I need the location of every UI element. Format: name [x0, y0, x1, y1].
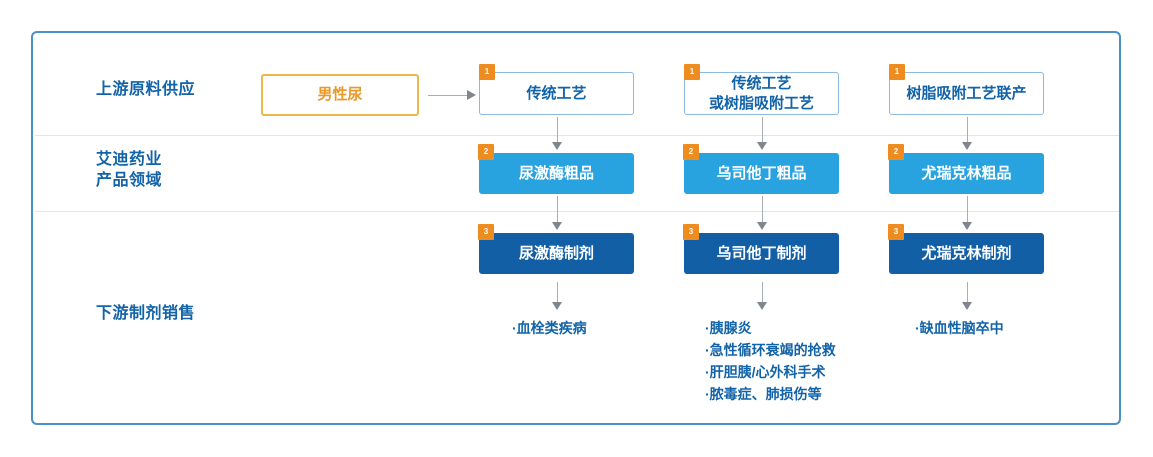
arrow-crude-to-prep-kallidinogenase	[961, 196, 973, 230]
badge-number-3-kallidinogenase: 3	[888, 224, 904, 240]
row-label-downstream: 下游制剂销售	[96, 305, 196, 322]
row-label-product: 艾迪药业 产品领域	[96, 151, 163, 189]
process-box-label-urokinase: 传统工艺	[526, 84, 587, 102]
process-box-ulinastatin[interactable]: 1 传统工艺 或树脂吸附工艺	[684, 64, 839, 115]
indication-item: ·急性循环衰竭的抢救	[705, 342, 836, 358]
arrow-prep-to-indications-urokinase	[551, 282, 563, 310]
crude-box-label-urokinase: 尿激酶粗品	[518, 164, 594, 182]
crude-box-label-kallidinogenase: 尤瑞克林粗品	[921, 164, 1012, 182]
arrow-prep-to-indications-kallidinogenase	[961, 282, 973, 310]
process-box-urokinase[interactable]: 1 传统工艺	[479, 64, 634, 115]
badge-number-1-urokinase: 1	[479, 64, 495, 80]
process-box-label-kallidinogenase: 树脂吸附工艺联产	[906, 84, 1027, 102]
arrow-process-to-crude-urokinase	[551, 117, 563, 150]
preparation-box-label-ulinastatin: 乌司他丁制剂	[716, 244, 807, 262]
indication-list-kallidinogenase: ·缺血性脑卒中	[915, 317, 1004, 339]
preparation-box-urokinase[interactable]: 3 尿激酶制剂	[478, 224, 634, 274]
crude-box-urokinase[interactable]: 2 尿激酶粗品	[478, 144, 634, 194]
badge-number-2-kallidinogenase: 2	[888, 144, 904, 160]
preparation-box-label-kallidinogenase: 尤瑞克林制剂	[921, 244, 1012, 262]
arrow-crude-to-prep-urokinase	[551, 196, 563, 230]
indication-item: ·血栓类疾病	[512, 320, 587, 336]
preparation-box-ulinastatin[interactable]: 3 乌司他丁制剂	[683, 224, 839, 274]
indication-item: ·脓毒症、肺损伤等	[705, 386, 822, 402]
arrow-process-to-crude-ulinastatin	[756, 117, 768, 150]
row-divider-product-downstream	[35, 211, 1119, 212]
arrow-source-to-process	[428, 90, 476, 100]
badge-number-2-ulinastatin: 2	[683, 144, 699, 160]
crude-box-ulinastatin[interactable]: 2 乌司他丁粗品	[683, 144, 839, 194]
crude-box-kallidinogenase[interactable]: 2 尤瑞克林粗品	[888, 144, 1044, 194]
source-box-male-urine[interactable]: 男性尿	[261, 74, 419, 116]
arrow-crude-to-prep-ulinastatin	[756, 196, 768, 230]
indication-item: ·缺血性脑卒中	[915, 320, 1004, 336]
badge-number-3-ulinastatin: 3	[683, 224, 699, 240]
badge-number-3-urokinase: 3	[478, 224, 494, 240]
badge-number-1-ulinastatin: 1	[684, 64, 700, 80]
crude-box-label-ulinastatin: 乌司他丁粗品	[716, 164, 807, 182]
arrow-prep-to-indications-ulinastatin	[756, 282, 768, 310]
badge-number-2-urokinase: 2	[478, 144, 494, 160]
badge-number-1-kallidinogenase: 1	[889, 64, 905, 80]
preparation-box-kallidinogenase[interactable]: 3 尤瑞克林制剂	[888, 224, 1044, 274]
process-box-kallidinogenase[interactable]: 1 树脂吸附工艺联产	[889, 64, 1044, 115]
indication-list-ulinastatin: ·胰腺炎 ·急性循环衰竭的抢救 ·肝胆胰/心外科手术 ·脓毒症、肺损伤等	[705, 317, 836, 405]
source-box-label: 男性尿	[317, 86, 363, 103]
preparation-box-label-urokinase: 尿激酶制剂	[518, 244, 594, 262]
row-label-upstream: 上游原料供应	[96, 81, 196, 98]
indication-list-urokinase: ·血栓类疾病	[512, 317, 587, 339]
row-divider-upstream-product	[35, 135, 1119, 136]
indication-item: ·胰腺炎	[705, 320, 752, 336]
arrow-process-to-crude-kallidinogenase	[961, 117, 973, 150]
process-box-label-ulinastatin: 传统工艺 或树脂吸附工艺	[708, 74, 814, 112]
indication-item: ·肝胆胰/心外科手术	[705, 364, 826, 380]
